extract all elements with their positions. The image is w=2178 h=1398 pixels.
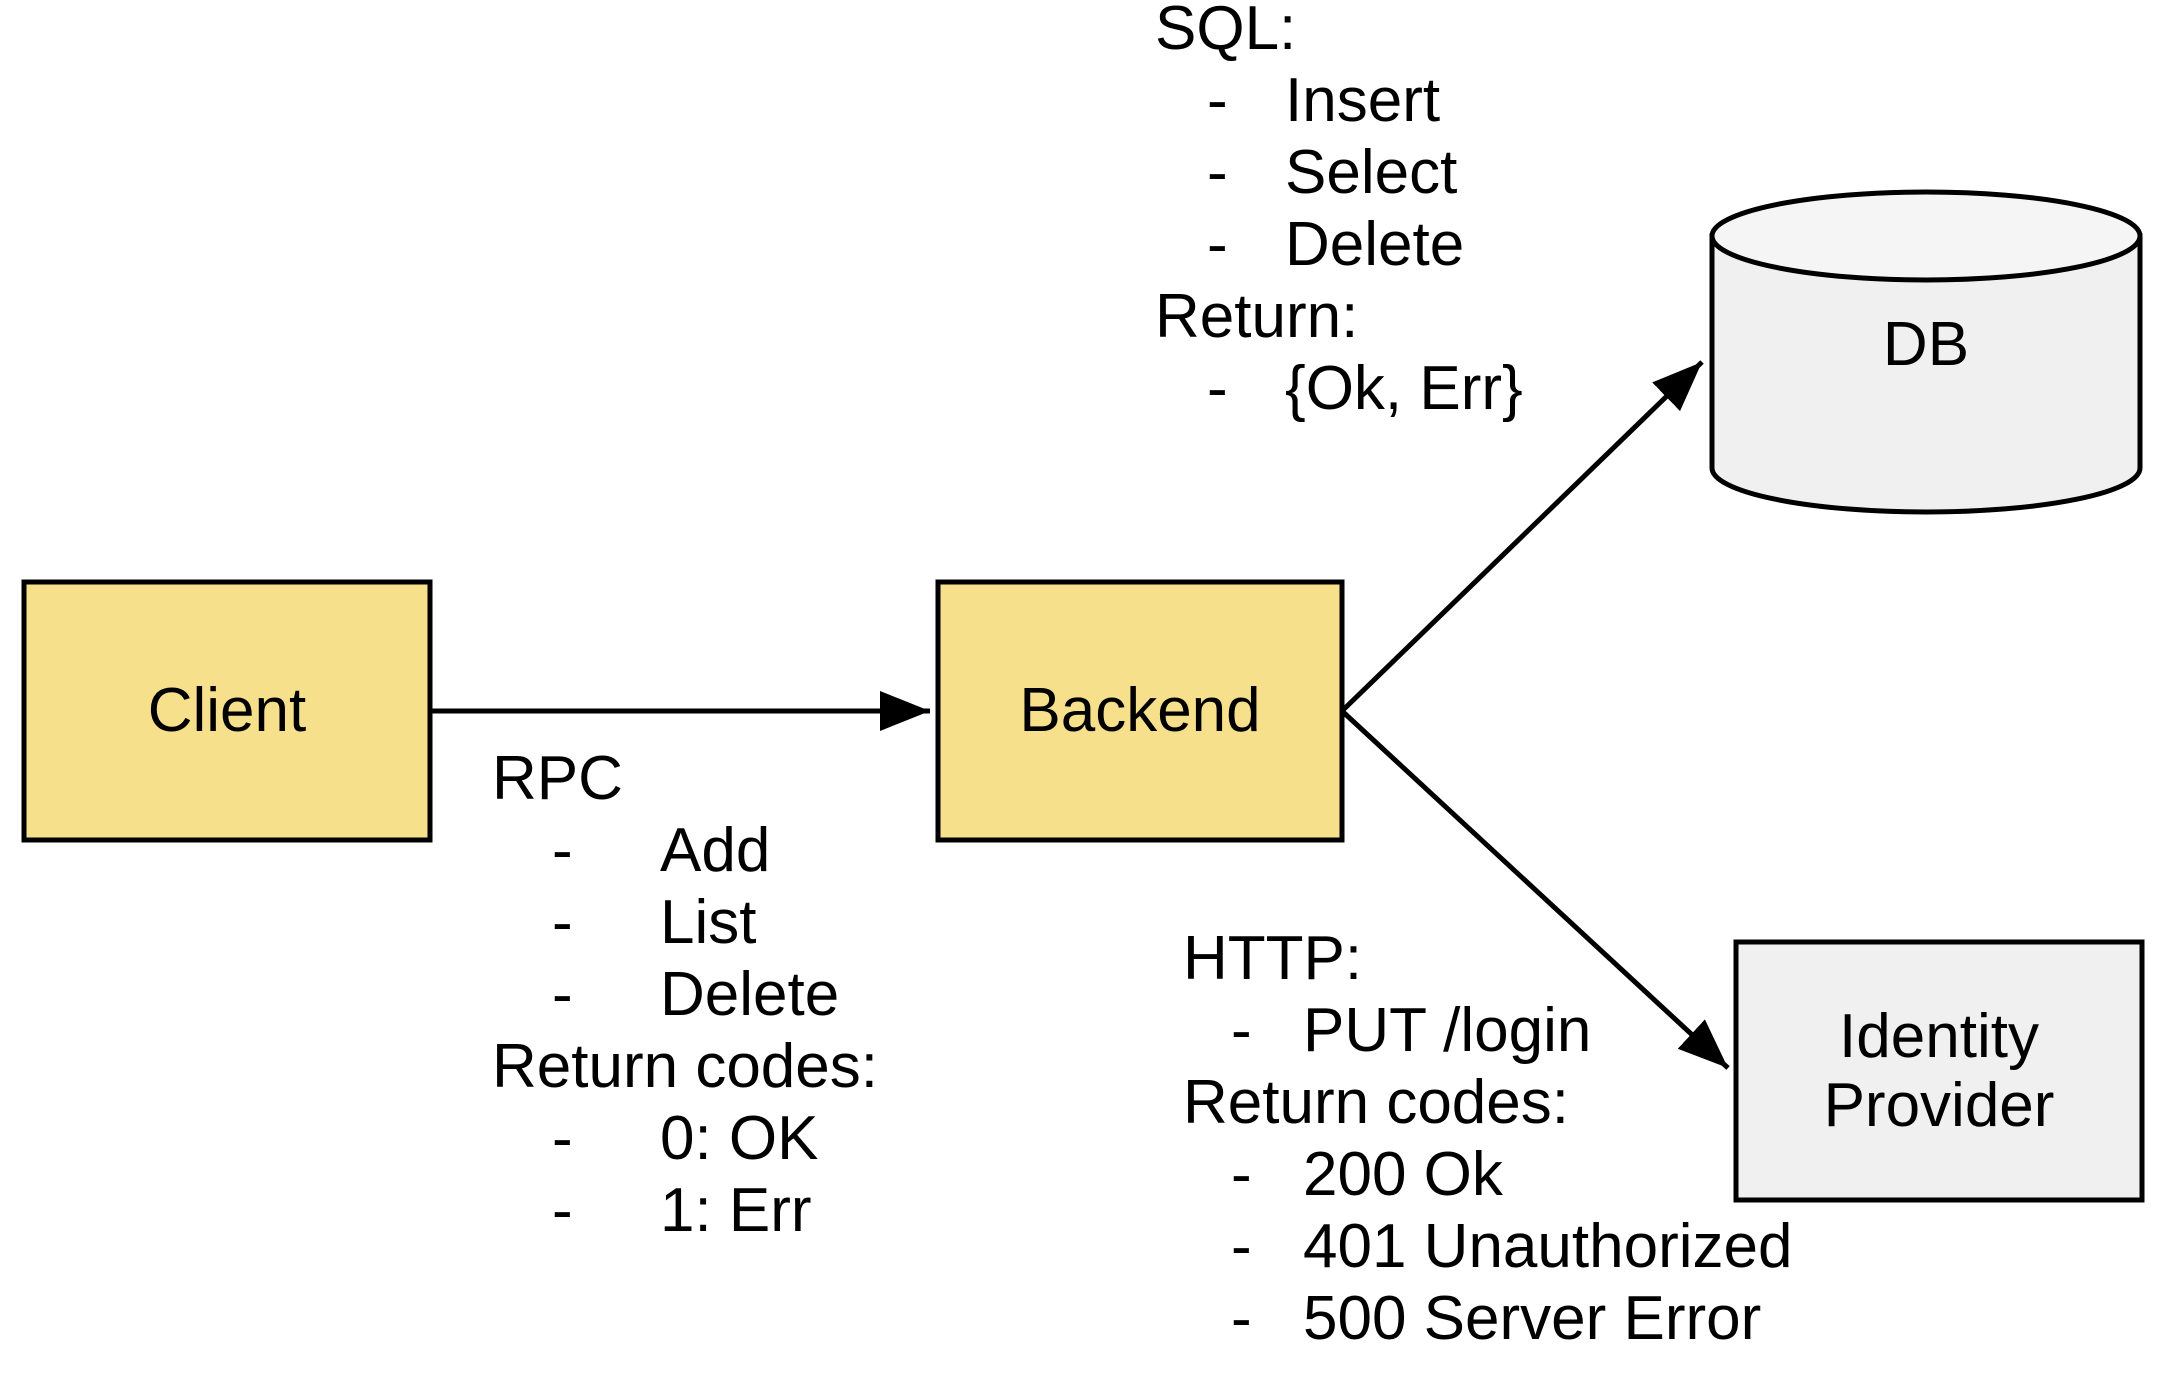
- http-returns-heading: Return codes:: [1183, 1068, 1569, 1137]
- rpc-item-label: Delete: [660, 960, 840, 1029]
- rpc-item-label: List: [660, 888, 757, 957]
- http-return-label: 200 Ok: [1303, 1140, 1503, 1209]
- bullet-dash-icon: -: [552, 1176, 573, 1245]
- rpc-return-item: - 0: OK: [492, 1108, 878, 1180]
- bullet-dash-icon: -: [1207, 138, 1228, 207]
- sql-item: - Delete: [1155, 210, 1464, 286]
- http-return-item: - 200 Ok: [1183, 1144, 1569, 1216]
- rpc-return-item: - 1: Err: [492, 1180, 878, 1252]
- sql-item: - Select: [1155, 138, 1457, 214]
- bullet-dash-icon: -: [1231, 1140, 1252, 1209]
- http-item: - PUT /login: [1183, 996, 1591, 1072]
- edge-backend-to-db: [1340, 360, 1704, 713]
- db-node-top-ellipse: [1709, 189, 2143, 283]
- sql-return-item: - {Ok, Err}: [1155, 354, 1523, 430]
- rpc-item: - Add: [492, 820, 878, 892]
- rpc-return-label: 0: OK: [660, 1104, 819, 1173]
- rpc-returns-heading: Return codes:: [492, 1032, 878, 1101]
- sql-item-label: Delete: [1285, 210, 1465, 279]
- sql-return-label: {Ok, Err}: [1285, 354, 1523, 423]
- bullet-dash-icon: -: [552, 960, 573, 1029]
- bullet-dash-icon: -: [1207, 210, 1228, 279]
- rpc-annotation: RPC - Add - List - Delete Return codes: …: [492, 748, 878, 1252]
- edge-backend-to-identity-provider: [1340, 709, 1730, 1070]
- rpc-item-label: Add: [660, 816, 771, 885]
- http-annotation: HTTP: - PUT /login Return codes: - 200 O…: [1183, 924, 1792, 1360]
- http-return-label: 500 Server Error: [1303, 1284, 1762, 1353]
- http-return-item: - 401 Unauthorized: [1183, 1212, 1792, 1288]
- bullet-dash-icon: -: [552, 1104, 573, 1173]
- client-node-shape[interactable]: [21, 579, 433, 843]
- bullet-dash-icon: -: [552, 816, 573, 885]
- backend-node-shape[interactable]: [935, 579, 1345, 843]
- bullet-dash-icon: -: [552, 888, 573, 957]
- db-node-body[interactable]: [1709, 233, 2143, 515]
- http-item-label: PUT /login: [1303, 996, 1592, 1065]
- rpc-heading: RPC: [492, 744, 623, 813]
- http-return-item: - 500 Server Error: [1183, 1284, 1761, 1360]
- sql-returns-heading: Return:: [1155, 282, 1359, 351]
- sql-item: - Insert: [1155, 66, 1440, 142]
- rpc-item: - Delete: [492, 964, 878, 1036]
- bullet-dash-icon: -: [1231, 996, 1252, 1065]
- identity-provider-node-shape[interactable]: [1733, 939, 2145, 1203]
- sql-item-label: Insert: [1285, 66, 1441, 135]
- bullet-dash-icon: -: [1207, 354, 1228, 423]
- rpc-item: - List: [492, 892, 878, 964]
- bullet-dash-icon: -: [1207, 66, 1228, 135]
- sql-annotation: SQL: - Insert - Select - Delete Return: …: [1155, 0, 1523, 430]
- http-return-label: 401 Unauthorized: [1303, 1212, 1793, 1281]
- sql-item-label: Select: [1285, 138, 1458, 207]
- bullet-dash-icon: -: [1231, 1284, 1252, 1353]
- rpc-return-label: 1: Err: [660, 1176, 812, 1245]
- sql-heading: SQL:: [1155, 0, 1297, 63]
- bullet-dash-icon: -: [1231, 1212, 1252, 1281]
- http-heading: HTTP:: [1183, 924, 1363, 993]
